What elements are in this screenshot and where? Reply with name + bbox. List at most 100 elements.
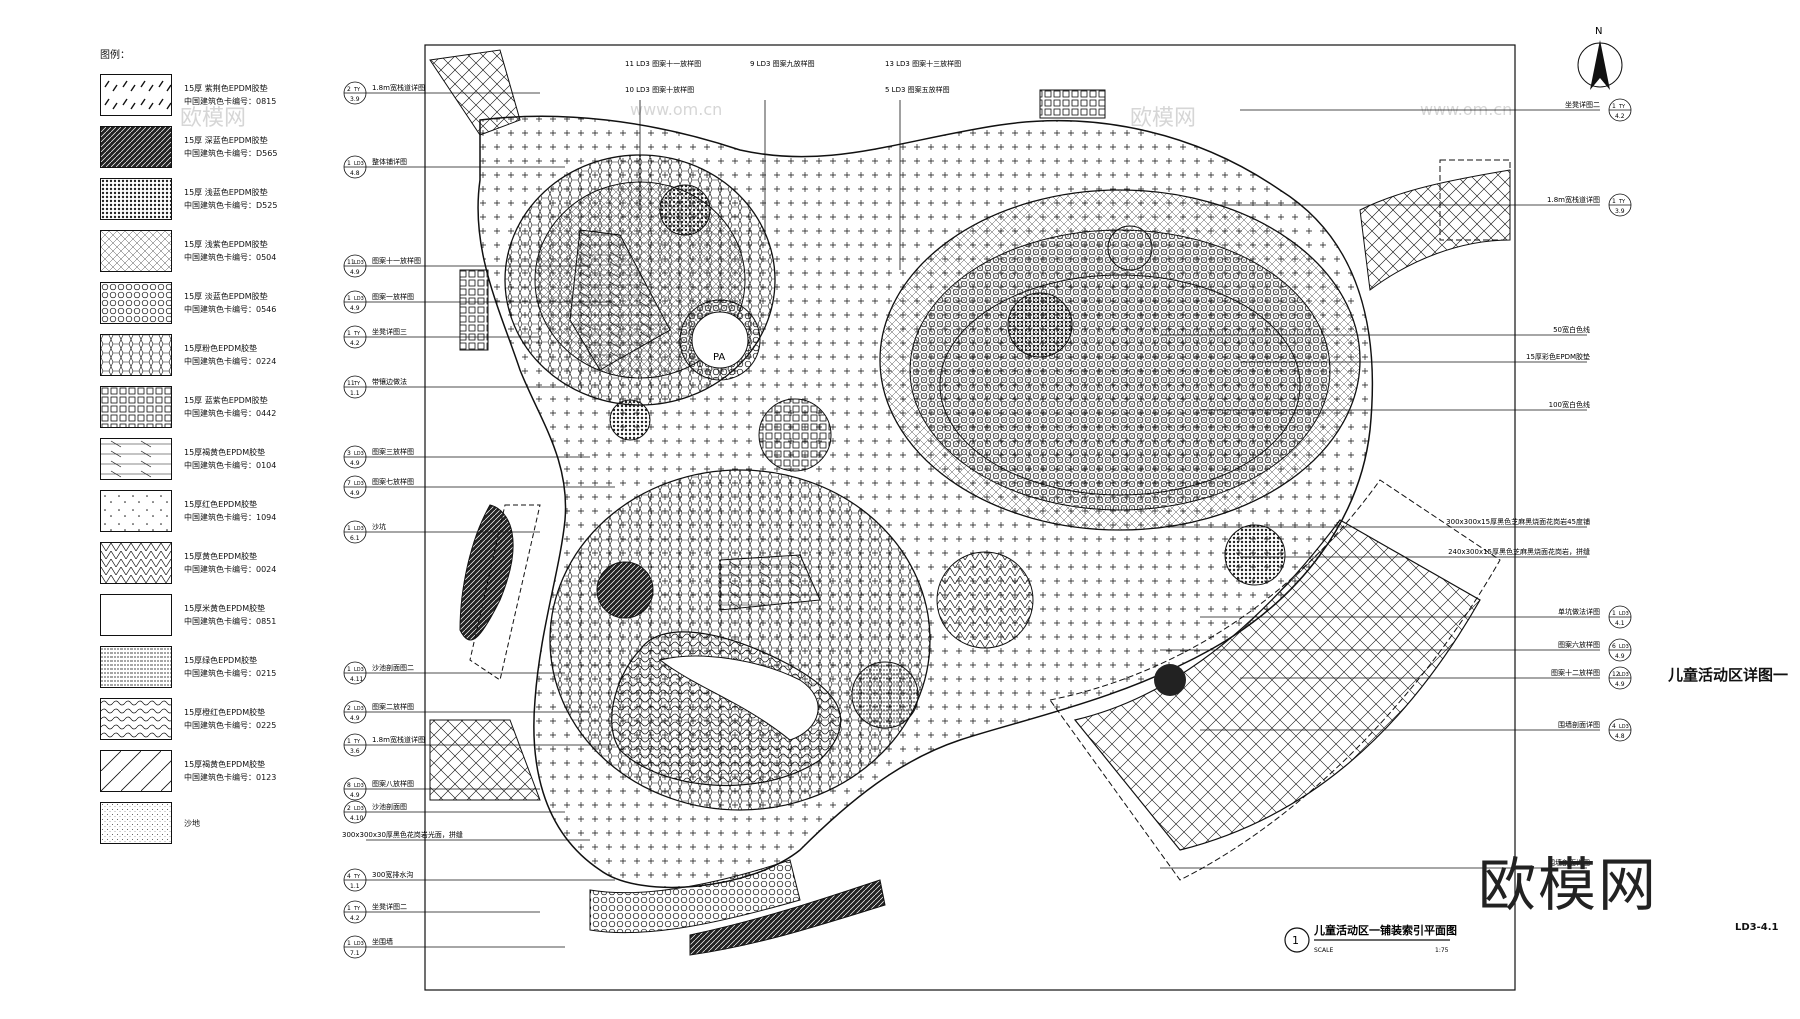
callout-sheet: 4.9 xyxy=(350,792,360,799)
callout-text: 坐围墙 xyxy=(372,937,393,946)
callout-number: 2 xyxy=(347,86,351,93)
legend-swatch xyxy=(100,594,172,636)
callout-ref: LD3 xyxy=(354,296,364,302)
legend-list: 15厚 紫荆色EPDM胶垫中国建筑色卡编号：0815 15厚 深蓝色EPDM胶垫中… xyxy=(100,69,310,849)
callout-text: 坐凳详图三 xyxy=(372,327,407,336)
callout-text: 围墙剖面详图 xyxy=(1558,720,1600,729)
legend-item: 15厚橙红色EPDM胶垫中国建筑色卡编号：0225 xyxy=(100,693,310,745)
callout-number: 7 xyxy=(347,480,351,487)
callout-text: 围墙剖面详图 xyxy=(1548,858,1590,867)
round-feature xyxy=(851,661,919,729)
legend-material: 15厚米黄色EPDM胶垫 xyxy=(184,604,266,613)
callout-number: 2 xyxy=(347,805,351,812)
legend-swatch xyxy=(100,386,172,428)
legend-text: 15厚 蓝紫色EPDM胶垫中国建筑色卡编号：0442 xyxy=(184,394,276,420)
callout-text: 沙坑 xyxy=(372,522,386,531)
legend-material: 15厚 淡蓝色EPDM胶垫 xyxy=(184,292,268,301)
legend-text: 15厚红色EPDM胶垫中国建筑色卡编号：1094 xyxy=(184,498,276,524)
callout-text: 50宽白色线 xyxy=(1553,325,1590,334)
legend-text: 15厚 紫荆色EPDM胶垫中国建筑色卡编号：0815 xyxy=(184,82,276,108)
callout-sheet: 4.9 xyxy=(350,269,360,276)
legend-item: 15厚 蓝紫色EPDM胶垫中国建筑色卡编号：0442 xyxy=(100,381,310,433)
callout-number: 3 xyxy=(347,450,351,457)
callout-text: 图案二放样图 xyxy=(372,702,414,711)
callout-sheet: 6.1 xyxy=(350,535,360,542)
legend-text: 15厚褐黄色EPDM胶垫中国建筑色卡编号：0123 xyxy=(184,758,276,784)
legend-color-code: 中国建筑色卡编号：0123 xyxy=(184,773,277,782)
callout-sheet: 4.2 xyxy=(1615,113,1625,120)
callout-ref: TY xyxy=(1618,104,1626,110)
callout-number: 1 xyxy=(347,330,351,337)
legend-material: 15厚 浅蓝色EPDM胶垫 xyxy=(184,188,268,197)
callout-sheet: 4.8 xyxy=(1615,733,1625,740)
callout-sheet: 7.1 xyxy=(350,950,360,957)
planting-left xyxy=(459,504,514,641)
play-zone-right-center xyxy=(939,274,1301,496)
callout-sheet: 3.6 xyxy=(350,748,360,755)
legend-item: 沙地 xyxy=(100,797,310,849)
drawing-title-text: 儿童活动区一铺装索引平面图 xyxy=(1313,923,1457,937)
callout-ref: LD3 xyxy=(354,706,364,712)
callout-text: 图案十二放样图 xyxy=(1551,668,1600,677)
legend-item: 15厚 深蓝色EPDM胶垫中国建筑色卡编号：D565 xyxy=(100,121,310,173)
callout-text: 300宽排水沟 xyxy=(372,870,413,879)
round-feature xyxy=(758,398,832,472)
legend-color-code: 中国建筑色卡编号：D525 xyxy=(184,201,278,210)
callout-ref: LD3 xyxy=(354,161,364,167)
callout-number: 12 xyxy=(1612,671,1620,678)
north-arrow: N xyxy=(1577,26,1623,90)
callout-ref: LD3 xyxy=(354,783,364,789)
callout-number: 11 xyxy=(347,380,355,387)
legend-material: 15厚粉色EPDM胶垫 xyxy=(184,344,258,353)
legend-material: 15厚 浅紫色EPDM胶垫 xyxy=(184,240,268,249)
drawing-number: 1 xyxy=(1292,934,1299,947)
legend-swatch xyxy=(100,178,172,220)
legend-material: 15厚 蓝紫色EPDM胶垫 xyxy=(184,396,268,405)
walkway-right xyxy=(1359,169,1511,291)
callout-number: 4 xyxy=(1612,723,1616,730)
callout-text-top: 11 LD3 图案十一放样图 xyxy=(625,59,701,68)
legend-color-code: 中国建筑色卡编号：0504 xyxy=(184,253,277,262)
watermark: 欧模网 xyxy=(1478,851,1659,919)
legend-text: 15厚橙红色EPDM胶垫中国建筑色卡编号：0225 xyxy=(184,706,276,732)
callout-text: 沙池剖面图二 xyxy=(372,663,414,672)
legend-item: 15厚褐黄色EPDM胶垫中国建筑色卡编号：0123 xyxy=(100,745,310,797)
callout-ref: LD3 xyxy=(354,451,364,457)
legend-text: 15厚 浅蓝色EPDM胶垫中国建筑色卡编号：D525 xyxy=(184,186,277,212)
callout-text-top: 13 LD3 图案十三放样图 xyxy=(885,59,961,68)
legend-color-code: 中国建筑色卡编号：0546 xyxy=(184,305,277,314)
round-feature xyxy=(1007,292,1073,358)
callout-number: 4 xyxy=(347,873,351,880)
legend-swatch xyxy=(100,230,172,272)
legend-text: 15厚黄色EPDM胶垫中国建筑色卡编号：0024 xyxy=(184,550,276,576)
legend-material: 15厚 紫荆色EPDM胶垫 xyxy=(184,84,268,93)
callout-sheet: 4.9 xyxy=(350,715,360,722)
callout-number: 11 xyxy=(347,259,355,266)
callout-ref: LD3 xyxy=(354,481,364,487)
walkway-left xyxy=(429,719,541,801)
legend-swatch xyxy=(100,438,172,480)
legend-item: 15厚 浅蓝色EPDM胶垫中国建筑色卡编号：D525 xyxy=(100,173,310,225)
callout-number: 1 xyxy=(347,666,351,673)
round-feature xyxy=(1224,524,1286,586)
callout-text: 图案十一放样图 xyxy=(372,256,421,265)
callout-text: 图案一放样图 xyxy=(372,292,414,301)
callout-sheet: 1.1 xyxy=(350,390,360,397)
legend-color-code: 中国建筑色卡编号：1094 xyxy=(184,513,277,522)
callout-text: 坐凳详图二 xyxy=(372,902,407,911)
callout-number: 1 xyxy=(347,905,351,912)
round-feature xyxy=(659,184,711,236)
bench-left xyxy=(459,269,489,351)
callout-number: 2 xyxy=(347,705,351,712)
callout-sheet: 3.9 xyxy=(350,96,360,103)
round-feature xyxy=(1107,225,1153,271)
callout-text: 单坑做法详图 xyxy=(1558,607,1600,616)
entry-path-top-left xyxy=(429,49,521,136)
callout-sheet: 4.9 xyxy=(350,490,360,497)
legend-item: 15厚 紫荆色EPDM胶垫中国建筑色卡编号：0815 xyxy=(100,69,310,121)
legend-item: 15厚粉色EPDM胶垫中国建筑色卡编号：0224 xyxy=(100,329,310,381)
legend-text: 15厚米黄色EPDM胶垫中国建筑色卡编号：0851 xyxy=(184,602,276,628)
callout-text: 300x300x30厚黑色花岗岩光面，拼缝 xyxy=(342,830,463,839)
